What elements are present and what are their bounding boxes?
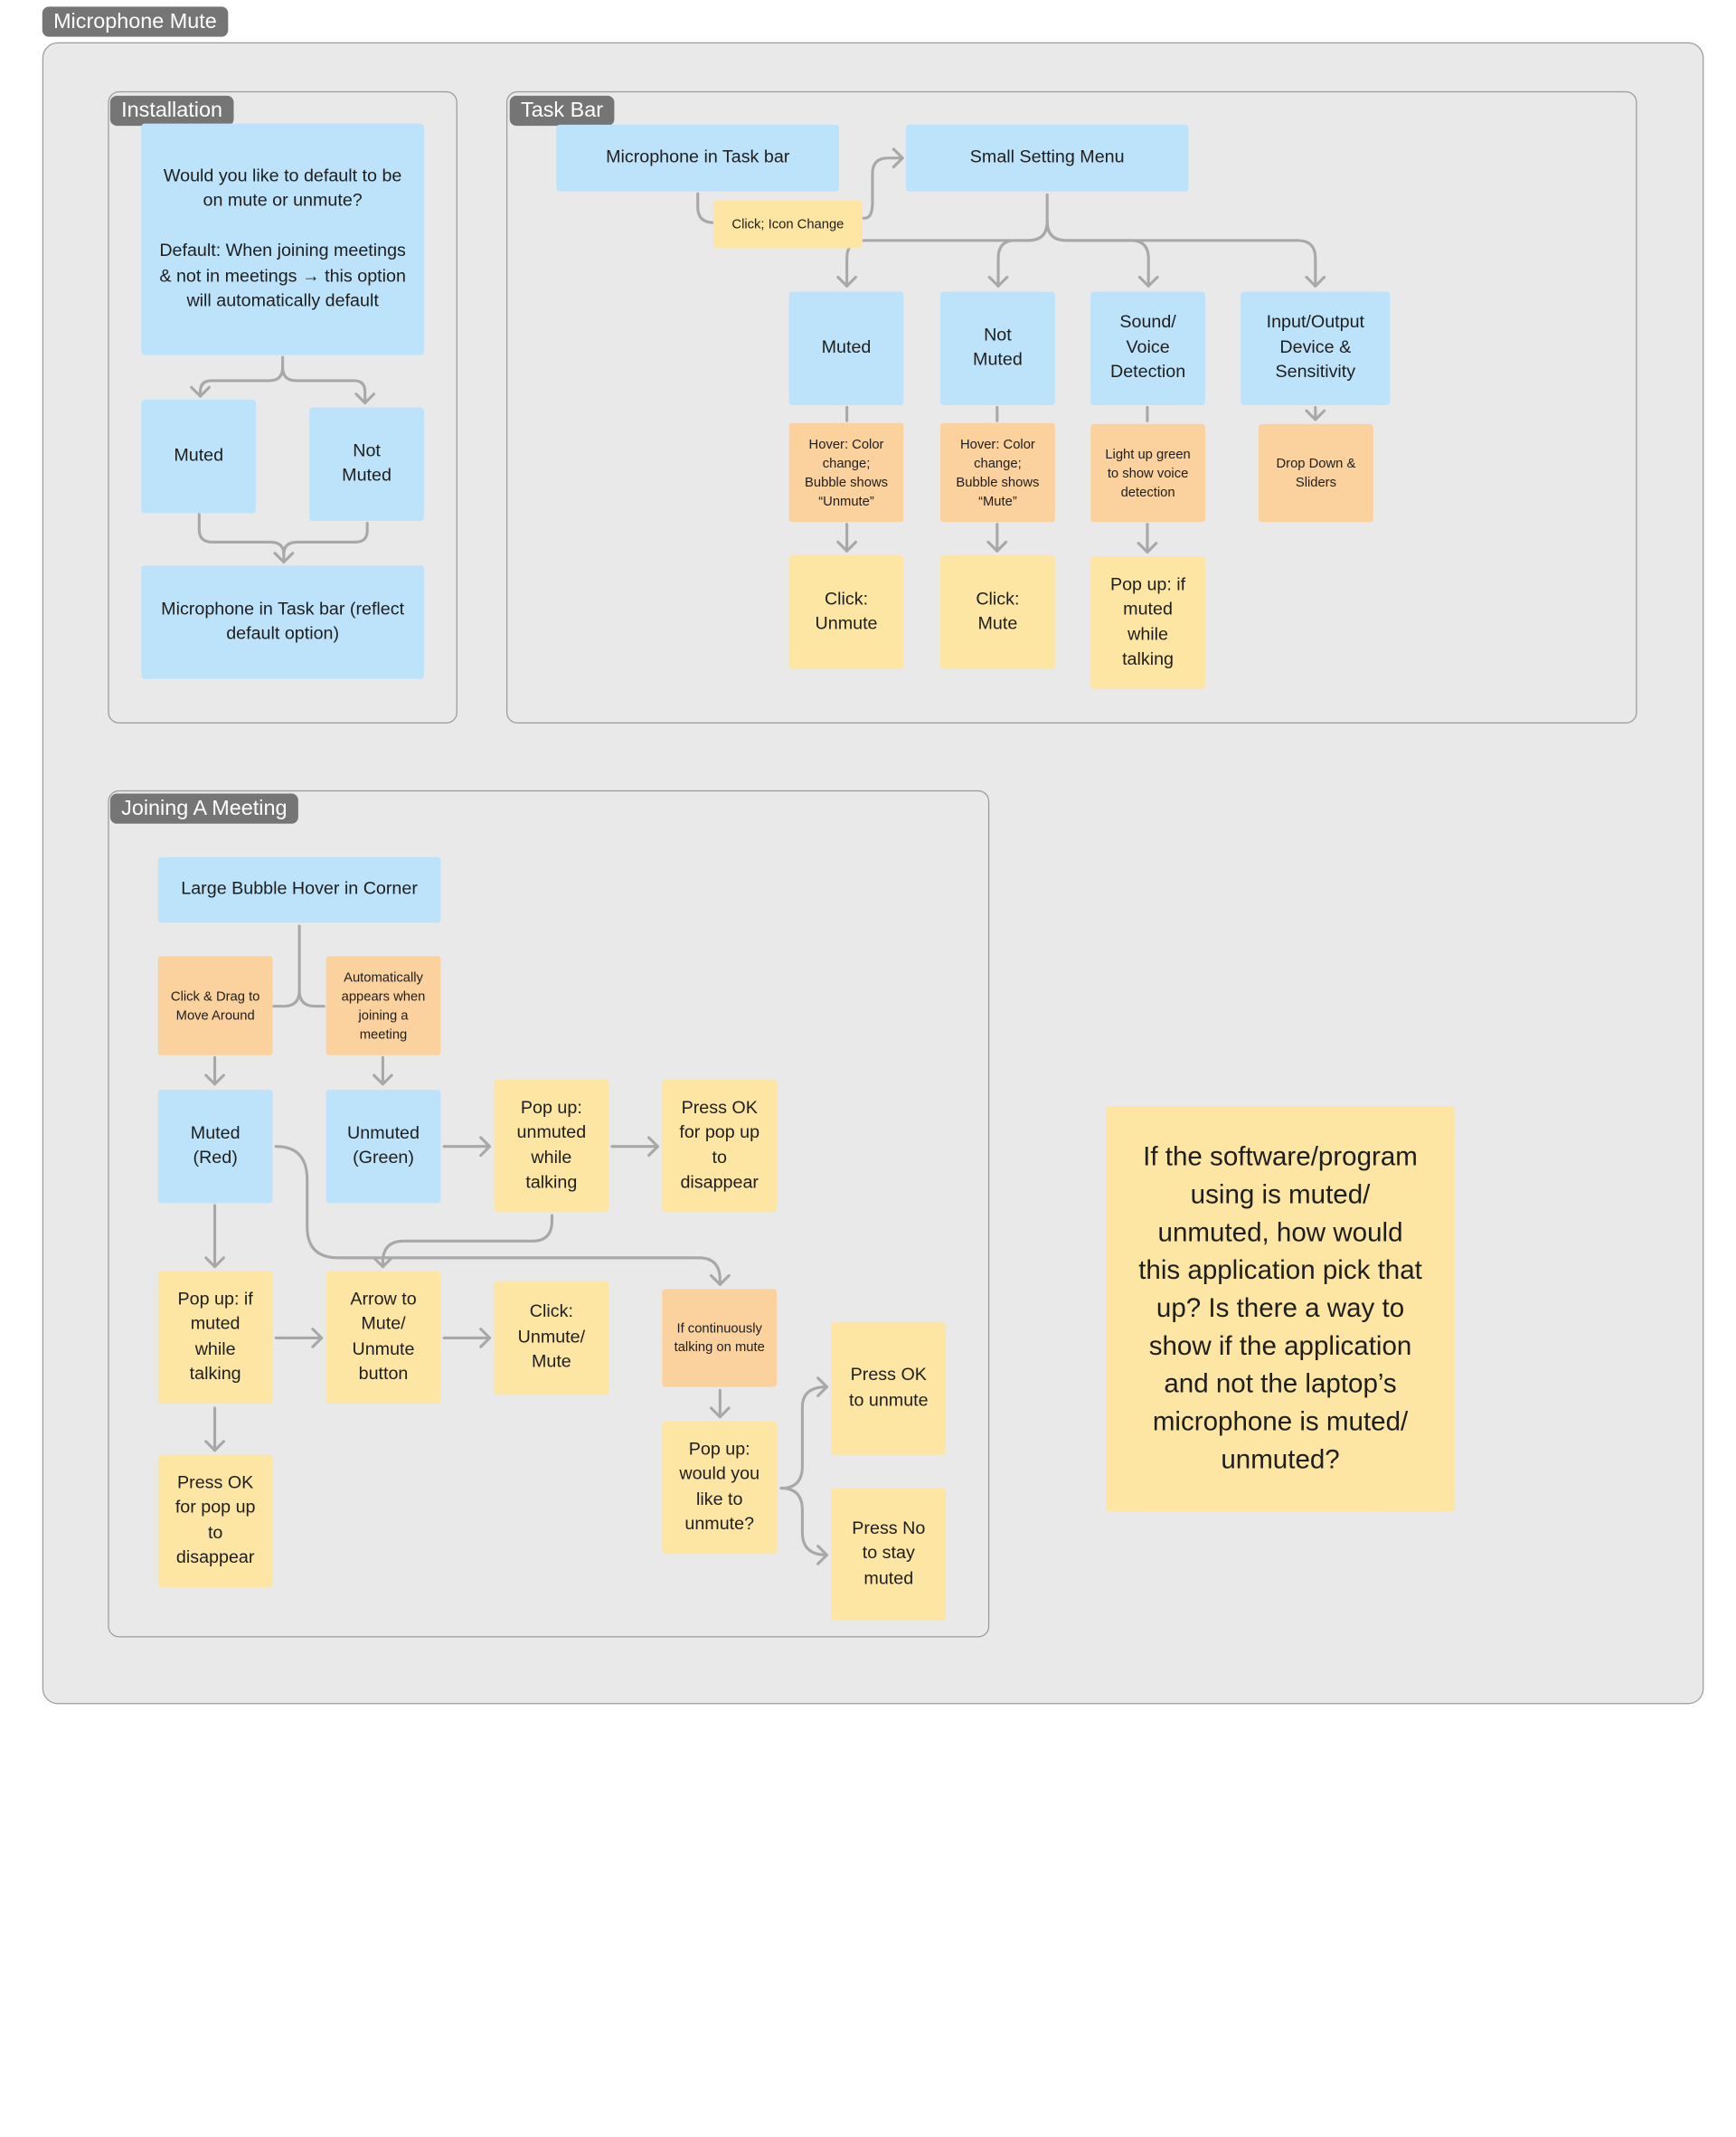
click-unmute[interactable]: Click: Unmute	[788, 555, 904, 669]
connector	[1305, 275, 1326, 288]
small-setting-menu[interactable]: Small Setting Menu	[905, 124, 1189, 192]
connector	[1045, 220, 1150, 288]
connector	[1137, 542, 1158, 554]
click-drag-note[interactable]: Click & Drag to Move Around	[157, 956, 273, 1055]
install-not-muted-option[interactable]: Not Muted	[309, 407, 424, 522]
popup-muted-talking-meeting[interactable]: Pop up: if muted while talking	[157, 1271, 273, 1404]
connector	[861, 156, 904, 220]
bubble-muted-red[interactable]: Muted (Red)	[157, 1089, 273, 1204]
connector	[709, 1406, 731, 1419]
hover-mute-note[interactable]: Hover: Color change; Bubble shows “Mute”	[940, 422, 1055, 523]
connector	[986, 540, 1008, 553]
connector	[479, 1328, 492, 1348]
connector	[836, 540, 858, 553]
connector	[647, 1136, 659, 1158]
popup-unmuted-talking[interactable]: Pop up: unmuted while talking	[494, 1079, 609, 1213]
connector	[197, 513, 286, 564]
connector	[987, 275, 1009, 288]
drop-down-sliders-note[interactable]: Drop Down & Sliders	[1259, 423, 1373, 523]
input-output-device[interactable]: Input/Output Device & Sensitivity	[1241, 291, 1391, 406]
connector	[1045, 220, 1317, 288]
connector	[892, 147, 904, 169]
light-up-green-note[interactable]: Light up green to show voice detection	[1090, 423, 1205, 523]
install-muted-option[interactable]: Muted	[141, 399, 257, 514]
connector	[373, 1073, 393, 1086]
taskbar-section	[506, 90, 1637, 724]
taskbar-microphone[interactable]: Microphone in Task bar	[556, 124, 840, 192]
board-title[interactable]: Microphone Mute	[42, 6, 229, 37]
press-ok-to-unmute[interactable]: Press OK to unmute	[831, 1322, 947, 1455]
click-mute[interactable]: Click: Mute	[940, 555, 1055, 669]
connector	[696, 192, 715, 224]
taskbar-not-muted[interactable]: Not Muted	[940, 291, 1055, 406]
press-ok-disappear-bottom[interactable]: Press OK for pop up to disappear	[157, 1454, 273, 1588]
continuously-talking-note[interactable]: If continuously talking on mute	[662, 1289, 778, 1387]
connector	[297, 988, 326, 1008]
sound-voice-detection[interactable]: Sound/ Voice Detection	[1090, 291, 1205, 406]
connector	[1305, 409, 1326, 421]
bubble-unmuted-green[interactable]: Unmuted (Green)	[326, 1089, 441, 1204]
hover-unmute-note[interactable]: Hover: Color change; Bubble shows “Unmut…	[788, 422, 904, 523]
taskbar-title[interactable]: Task Bar	[509, 95, 615, 127]
connector	[779, 1487, 829, 1556]
connector	[282, 521, 369, 556]
click-icon-change[interactable]: Click; Icon Change	[712, 200, 863, 249]
popup-would-unmute[interactable]: Pop up: would you like to unmute?	[662, 1421, 778, 1555]
click-unmute-mute[interactable]: Click: Unmute/ Mute	[494, 1281, 609, 1395]
connector	[281, 365, 367, 405]
connector	[204, 1073, 225, 1086]
connector	[311, 1328, 324, 1348]
connector	[779, 1385, 829, 1490]
question-sticky-note[interactable]: If the software/program using is muted/ …	[1106, 1106, 1455, 1512]
connector	[199, 355, 285, 398]
press-ok-disappear-top[interactable]: Press OK for pop up to disappear	[662, 1079, 778, 1213]
connector-layer	[190, 147, 1326, 1565]
connector	[381, 1214, 554, 1269]
connector	[373, 1256, 393, 1269]
connector	[204, 1256, 225, 1269]
joining-title[interactable]: Joining A Meeting	[109, 793, 298, 824]
auto-appears-note[interactable]: Automatically appears when joining a mee…	[326, 956, 441, 1055]
install-taskbar-result[interactable]: Microphone in Task bar (reflect default …	[141, 565, 424, 679]
connector	[709, 1273, 731, 1286]
connector	[274, 1145, 722, 1286]
connector	[816, 1545, 829, 1565]
connector	[190, 385, 211, 398]
arrow-to-button[interactable]: Arrow to Mute/ Unmute button	[326, 1271, 441, 1404]
press-no-stay-muted[interactable]: Press No to stay muted	[831, 1488, 947, 1622]
taskbar-muted[interactable]: Muted	[788, 291, 904, 406]
connector	[996, 220, 1049, 288]
default-mute-question[interactable]: Would you like to default to be on mute …	[141, 123, 424, 355]
connector	[273, 552, 295, 564]
installation-title[interactable]: Installation	[109, 95, 234, 127]
popup-muted-talking-taskbar[interactable]: Pop up: if muted while talking	[1090, 556, 1205, 689]
connector	[816, 1376, 829, 1397]
connector	[836, 275, 858, 288]
connector	[1137, 275, 1159, 288]
connector	[204, 1440, 225, 1452]
connector	[354, 392, 376, 405]
connector	[272, 924, 301, 1008]
connector	[479, 1136, 492, 1158]
large-bubble-hover[interactable]: Large Bubble Hover in Corner	[157, 856, 441, 923]
